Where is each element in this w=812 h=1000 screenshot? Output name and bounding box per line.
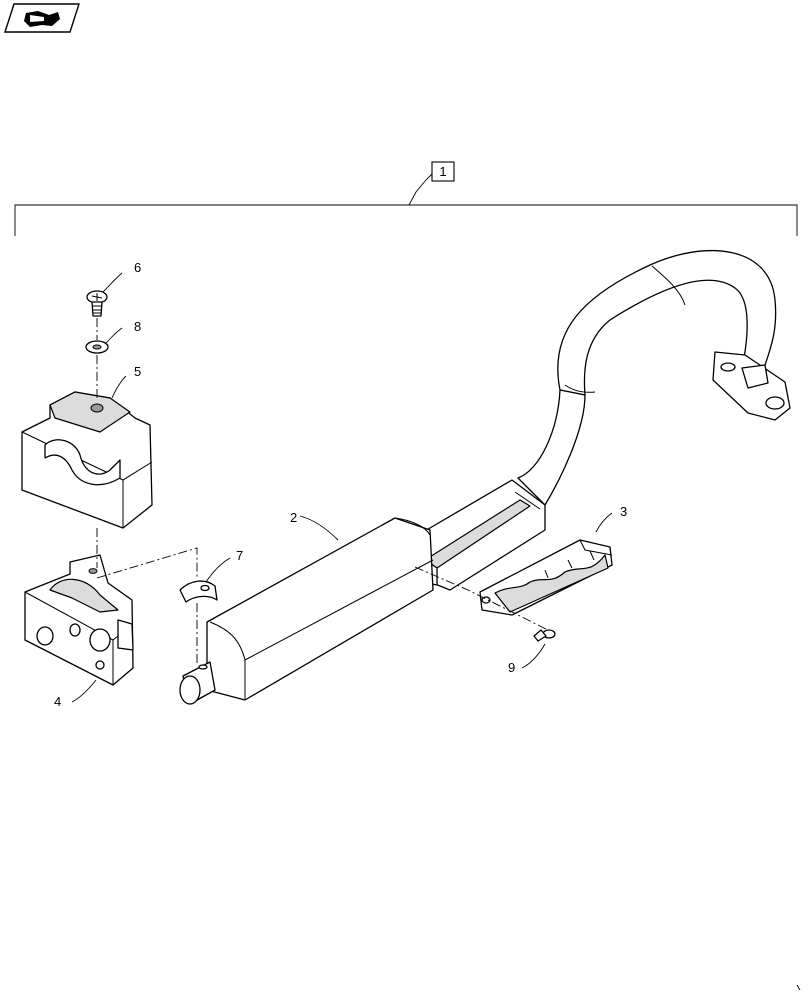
callout-4: 4 xyxy=(54,694,61,709)
callout-7: 7 xyxy=(236,548,243,563)
part-8-washer xyxy=(85,340,109,354)
callout-1: 1 xyxy=(439,164,446,179)
callout-9: 9 xyxy=(508,660,515,675)
part-4-bracket-block xyxy=(24,554,134,686)
part-5-cover-cap xyxy=(21,391,153,529)
part-9-screw xyxy=(533,629,556,642)
callout-5: 5 xyxy=(134,364,141,379)
callout-8: 8 xyxy=(134,319,141,334)
callout-1-box: 1 xyxy=(431,161,455,182)
alignment-lines xyxy=(96,318,549,665)
view-arrow-icon[interactable] xyxy=(4,3,80,33)
part-7-clip xyxy=(179,580,218,603)
callout-3: 3 xyxy=(620,504,627,519)
assembly-bracket xyxy=(14,173,798,236)
callout-leaders xyxy=(71,272,613,703)
corner-mark xyxy=(796,984,801,991)
callout-6: 6 xyxy=(134,260,141,275)
part-6-screw xyxy=(86,290,108,317)
callout-2: 2 xyxy=(290,510,297,525)
part-2-handle-tube xyxy=(179,249,791,705)
part-3-grip-pad xyxy=(479,539,613,616)
